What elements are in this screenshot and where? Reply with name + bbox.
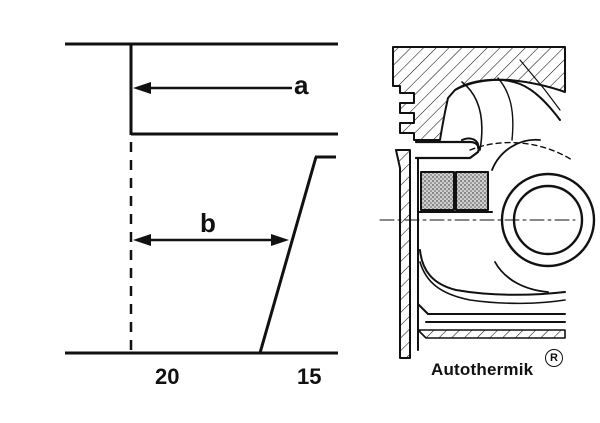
tick-label-right: 15: [297, 364, 322, 389]
dimension-a-label: a: [294, 70, 309, 100]
measurement-schematic: [65, 42, 338, 355]
pin-boss-dashed-arc: [469, 141, 573, 161]
dimension-b-label: b: [200, 208, 216, 238]
crown-inner-contour: [454, 78, 561, 121]
skirt-inner-curve: [419, 249, 566, 296]
ring-insert-left: [420, 171, 455, 211]
skirt-bottom-hatch: [417, 329, 566, 339]
crown-sweep-line-1: [461, 81, 483, 151]
skirt-outer-wall: [395, 149, 411, 359]
dimension-b-right-arrowhead: [271, 234, 289, 246]
crown-sweep-line-2: [497, 77, 514, 141]
taper-line: [258, 156, 318, 354]
skirt-lower-curve: [419, 261, 566, 305]
dimension-a-arrowhead: [133, 82, 151, 94]
tick-label-left: 20: [155, 364, 180, 389]
boss-support-curve: [491, 138, 541, 171]
strip-hook: [461, 137, 480, 149]
piston-crown-hatched: [392, 46, 566, 141]
dimension-b-left-arrowhead: [133, 234, 151, 246]
pin-boss-outer: [500, 172, 596, 268]
skirt-bottom-rim: [417, 303, 566, 323]
boss-bottom-curve: [494, 261, 549, 293]
brand-label: Autothermik: [431, 360, 534, 379]
crown-sweep-line-3: [519, 59, 561, 111]
registered-mark-icon: R: [545, 349, 563, 367]
piston-cross-section: [379, 46, 596, 359]
ring-insert-right: [455, 171, 489, 211]
